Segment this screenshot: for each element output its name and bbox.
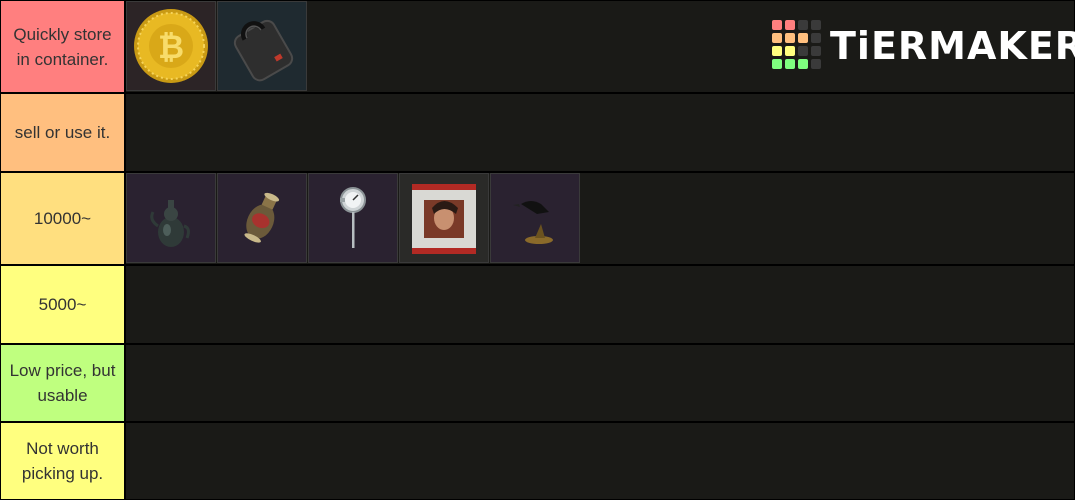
tier-row: sell or use it.	[0, 93, 1075, 172]
tier-row: Low price, but usable	[0, 344, 1075, 422]
tier-items: ₿	[126, 1, 1074, 92]
tier-label-text: sell or use it.	[14, 123, 111, 142]
tier-items	[126, 266, 1074, 343]
painting-icon	[412, 184, 476, 254]
tier-label[interactable]: sell or use it.	[1, 94, 124, 171]
tier-items	[126, 423, 1074, 499]
gpu-case-item[interactable]	[217, 1, 307, 91]
bitcoin-item[interactable]: ₿	[126, 1, 216, 91]
vase-item[interactable]	[217, 173, 307, 263]
tier-label[interactable]: Low price, but usable	[1, 345, 124, 421]
tier-row: 10000~	[0, 172, 1075, 265]
tier-row: Not worth picking up.	[0, 422, 1075, 500]
tiermaker-logo: TiERMAKER	[772, 20, 1075, 72]
tier-items	[126, 94, 1074, 171]
tier-label-text: Quickly store in container.	[13, 24, 112, 69]
svg-text:₿: ₿	[158, 28, 184, 66]
bitcoin-icon: ₿	[134, 9, 208, 83]
tier-label[interactable]: 10000~	[1, 173, 124, 264]
tier-label-text: 5000~	[38, 295, 87, 314]
tier-label-text: Low price, but usable	[9, 361, 116, 405]
raven-statue-item[interactable]	[490, 173, 580, 263]
raven-statue-icon	[513, 201, 553, 244]
vase-icon	[244, 192, 280, 243]
tier-items	[126, 345, 1074, 421]
tier-row: Quickly store in container. ₿	[0, 0, 1075, 93]
teapot-item[interactable]	[126, 173, 216, 263]
tier-label-text: Not worth picking up.	[21, 439, 104, 483]
tier-label[interactable]: Quickly store in container.	[1, 1, 124, 92]
tier-items	[126, 173, 1074, 264]
logo-grid-icon	[772, 20, 824, 72]
thermometer-item[interactable]	[308, 173, 398, 263]
teapot-icon	[150, 200, 190, 247]
painting-item[interactable]	[399, 173, 489, 263]
gpu-case-icon	[233, 19, 294, 82]
tier-row: 5000~	[0, 265, 1075, 344]
thermometer-icon	[340, 187, 366, 248]
tier-label[interactable]: 5000~	[1, 266, 124, 343]
logo-text: TiERMAKER	[830, 24, 1075, 68]
tier-label[interactable]: Not worth picking up.	[1, 423, 124, 499]
tier-label-text: 10000~	[33, 209, 92, 228]
